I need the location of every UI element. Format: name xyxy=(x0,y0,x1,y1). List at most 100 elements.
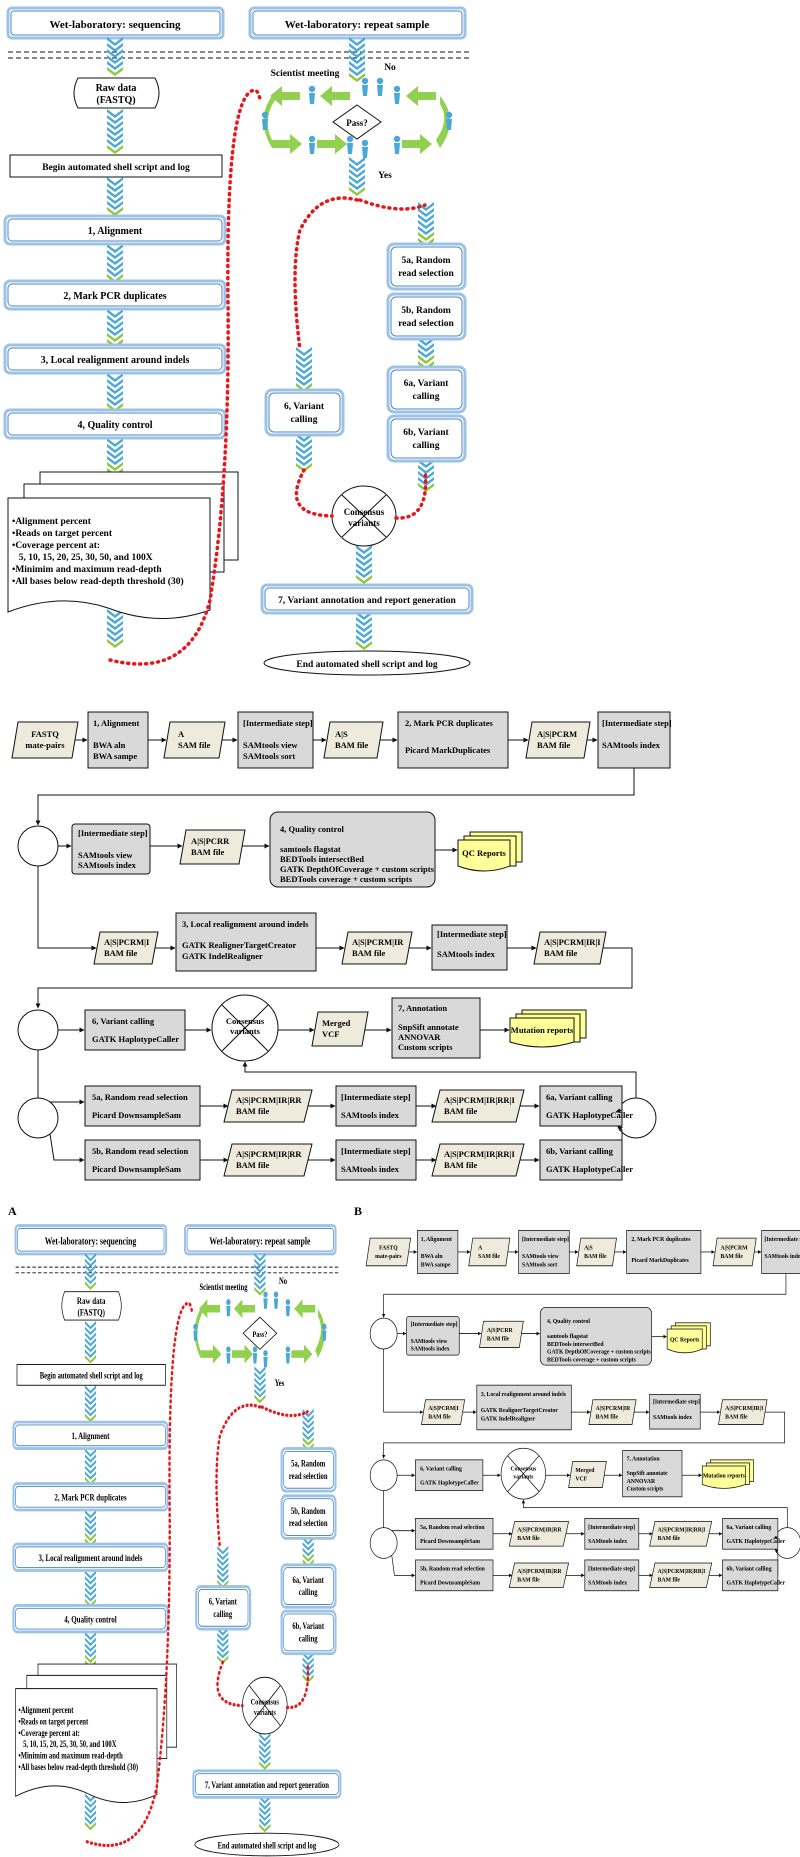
r5a-box: 5a, Random read selection Picard Downsam… xyxy=(84,1085,201,1127)
inter1-tool: SAMtools view xyxy=(243,740,298,750)
middle-flowchart: FASTQ mate-pairs 1, Alignment BWA aln BW… xyxy=(11,711,672,1181)
alignment-box: 1, Alignment BWA aln BWA sampe xyxy=(87,711,149,769)
loop-arrow xyxy=(272,134,302,154)
chevron-icon xyxy=(107,177,123,186)
inter3-title: [Intermediate step] xyxy=(78,828,148,838)
step6a-line1: 6a, Variant xyxy=(404,379,450,389)
panel-b-label: B xyxy=(354,1204,362,1218)
qc-item: •Alignment percent xyxy=(12,517,92,527)
bam-rri-line1: A|S|PCRM|IR|RR|I xyxy=(444,1149,515,1159)
step6b-line2: calling xyxy=(413,441,440,451)
alignment-tool: BWA sampe xyxy=(93,751,137,761)
wetlab-seq-box: Wet-laboratory: sequencing xyxy=(6,6,225,40)
annot-tool: ANNOVAR xyxy=(398,1032,441,1042)
inter1-tool: SAMtools sort xyxy=(243,751,295,761)
vc6a-box: 6a, Variant calling GATK HaplotypeCaller xyxy=(539,1085,633,1127)
qc-tool: GATK DepthOfCoverage + custom scripts xyxy=(280,864,435,874)
consensus-line2: variants xyxy=(230,1026,260,1036)
qc-item: •Coverage percent at: xyxy=(12,541,100,551)
inter3-tool: SAMtools view xyxy=(78,850,133,860)
mutation-reports-stack: Mutation reports xyxy=(509,1009,587,1048)
bam-as-line1: A|S xyxy=(335,729,348,739)
consensus-variants-node: Consensus variants xyxy=(211,994,279,1062)
r5b-title: 5b, Random read selection xyxy=(92,1146,188,1156)
loop-curve xyxy=(436,96,450,148)
qc-item: •All bases below read-depth threshold (3… xyxy=(12,576,184,587)
consensus-node: Consensus variants xyxy=(331,485,397,547)
row4-arrows xyxy=(37,1027,637,1098)
person-icon xyxy=(393,85,401,104)
intermediate-step-4: [Intermediate step] SAMtools index xyxy=(431,924,508,971)
step6-box: 6, Variant calling xyxy=(264,388,345,437)
wetlab-seq-label: Wet-laboratory: sequencing xyxy=(49,19,181,31)
qc-tool: BEDTools intersectBed xyxy=(280,854,364,864)
inter-rr-title: [Intermediate step] xyxy=(341,1092,411,1102)
alignment-title: 1, Alignment xyxy=(93,718,139,728)
step1-label: 1, Alignment xyxy=(88,226,143,237)
panel-a-label: A xyxy=(8,1204,17,1218)
step6b-box: 6b, Variant calling xyxy=(386,414,467,463)
markdup-box: 2, Mark PCR duplicates Picard MarkDuplic… xyxy=(397,711,509,769)
qc-reports-label: QC Reports xyxy=(462,848,506,858)
scientist-meeting-label: Scientist meeting xyxy=(271,69,340,79)
bam-pcrr-line1: A|S|PCRR xyxy=(191,836,230,846)
r5a-title: 5a, Random read selection xyxy=(92,1092,188,1102)
vc6b-box: 6b, Variant calling GATK HaplotypeCaller xyxy=(539,1139,633,1181)
person-icon xyxy=(393,135,401,154)
person-icon xyxy=(361,77,369,96)
raw-data-line2: (FASTQ) xyxy=(96,95,135,106)
consensus-line1: Consensus xyxy=(226,1016,265,1026)
markdup-tool: Picard MarkDuplicates xyxy=(405,745,491,755)
bam-pcrmiri-file: A|S|PCRM|IR|I BAM file xyxy=(533,931,607,965)
bam-pcrmiri-line2: BAM file xyxy=(544,948,578,958)
panel-b-thumbnail xyxy=(366,1230,800,1590)
step7-label: 7, Variant annotation and report generat… xyxy=(278,596,456,606)
merged-line2: VCF xyxy=(322,1029,339,1039)
vc6-box: 6, Variant calling GATK HaplotypeCaller xyxy=(84,1009,186,1051)
chevron-icon xyxy=(296,347,312,356)
qc-item: •Minimim and maximum read-depth xyxy=(12,565,162,575)
qc-document-stack: •Alignment percent •Reads on target perc… xyxy=(7,471,239,620)
loop-curve xyxy=(263,96,275,148)
bam-pcrmi-line1: A|S|PCRM|I xyxy=(104,937,150,947)
person-icon xyxy=(346,135,354,154)
r5a-tool: Picard DownsampleSam xyxy=(92,1110,181,1120)
realign-tool: GATK IndelRealigner xyxy=(182,951,263,961)
step6a-line2: calling xyxy=(413,392,440,402)
junction-circle xyxy=(17,825,59,867)
vc6-tool: GATK HaplotypeCaller xyxy=(92,1034,179,1044)
inter2-tool: SAMtools index xyxy=(602,740,661,750)
bam-pcrmir-line2: BAM file xyxy=(352,948,386,958)
loop-arrow xyxy=(320,86,350,106)
pass-label: Pass? xyxy=(346,118,368,128)
step5a-line1: 5a, Random xyxy=(401,256,450,266)
row2-arrows xyxy=(37,843,458,951)
inter2-title: [Intermediate step] xyxy=(602,718,672,728)
step6-line1: 6, Variant xyxy=(284,402,325,412)
fastq-line1: FASTQ xyxy=(31,729,59,739)
chevron-icon xyxy=(107,109,123,118)
thumbnail-panels: A B xyxy=(8,1204,800,1856)
loop-arrow xyxy=(402,134,432,154)
bam-rri-line2: BAM file xyxy=(444,1160,478,1170)
chevron-icon xyxy=(349,157,365,166)
markdup-title: 2, Mark PCR duplicates xyxy=(405,718,494,728)
vc6a-title: 6a, Variant calling xyxy=(546,1092,613,1102)
dotted-connector xyxy=(293,196,427,352)
alignment-tool: BWA aln xyxy=(93,740,126,750)
bam-as-line2: BAM file xyxy=(335,740,369,750)
inter4-tool: SAMtools index xyxy=(437,949,496,959)
top-flowchart: Wet-laboratory: sequencing Wet-laborator… xyxy=(3,6,474,676)
bam-rr-file-a: A|S|PCRM|IR|RR BAM file xyxy=(223,1089,313,1123)
dotted-connector xyxy=(294,468,428,520)
step4-box: 4, Quality control xyxy=(3,408,227,440)
step6b-line1: 6b, Variant xyxy=(403,428,449,438)
step1-box: 1, Alignment xyxy=(3,214,227,246)
sam-a-line1: A xyxy=(178,729,185,739)
person-icon xyxy=(261,111,269,130)
wetlab-repeat-label: Wet-laboratory: repeat sample xyxy=(285,19,430,31)
inter4-title: [Intermediate step] xyxy=(437,929,507,939)
bam-pcrmir-file: A|S|PCRM|IR BAM file xyxy=(341,931,413,965)
step4-label: 4, Quality control xyxy=(77,420,152,431)
